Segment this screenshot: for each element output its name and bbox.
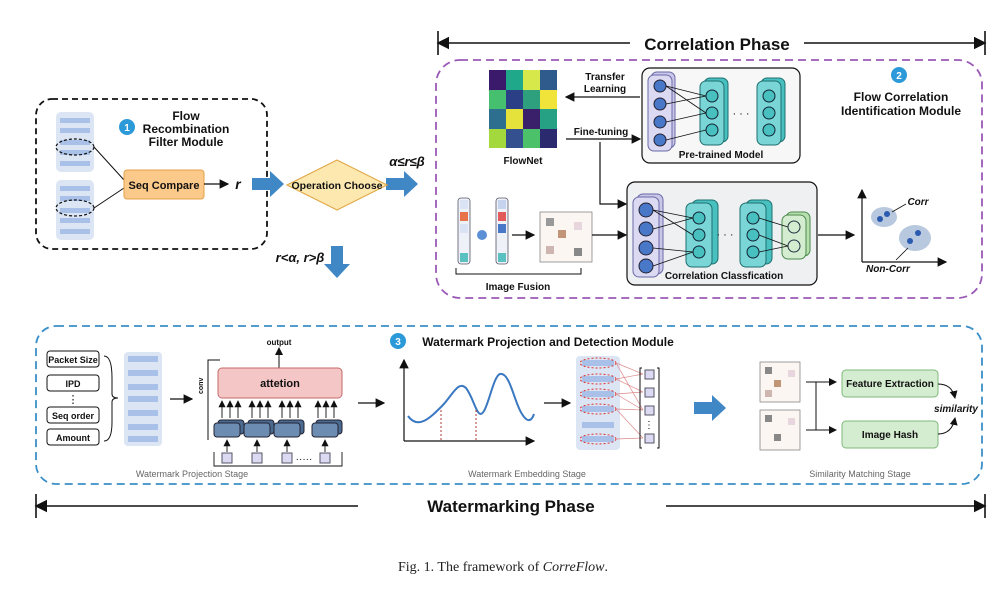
conv-label: conv xyxy=(198,378,205,394)
caption-suffix: . xyxy=(604,560,608,575)
attention-label: attetion xyxy=(260,378,300,390)
image-fusion-label: Image Fusion xyxy=(486,282,550,293)
svg-text:3: 3 xyxy=(395,337,401,348)
embedding-curve-plot xyxy=(399,358,536,446)
watermarking-phase-footer: Watermarking Phase xyxy=(34,494,987,518)
figure-caption: Fig. 1. The framework of CorreFlow. xyxy=(0,560,1006,576)
corr-label: Corr xyxy=(907,197,929,208)
embedding-vector: ⋮ xyxy=(576,356,660,450)
fine-tuning-label: Fine-tuning xyxy=(574,127,628,138)
pretrained-model-label: Pre-trained Model xyxy=(679,150,764,161)
module-1-badge xyxy=(119,119,135,135)
svg-text:2: 2 xyxy=(896,71,902,82)
stage-projection-label: Watermark Projection Stage xyxy=(136,469,248,479)
correlation-classification-label: Correlation Classfication xyxy=(665,271,783,282)
similarity-matching: Feature Extraction Image Hash similarity xyxy=(759,361,978,451)
image-hash-label: Image Hash xyxy=(862,430,918,441)
flow-correlation-module: FlowNet Transfer Learning Fine-tuning xyxy=(435,59,983,299)
correlation-phase-header: Correlation Phase xyxy=(436,31,987,55)
svg-text:· · ·: · · · xyxy=(732,108,749,120)
feature-list: Packet Size IPD ⋮ Seq order Amount xyxy=(46,350,119,446)
svg-text:· · ·: · · · xyxy=(716,229,733,241)
flow-recombination-module: Seq Compare r 1 Flow Recombination Filte… xyxy=(35,98,268,250)
module2-title-line1: Flow Correlation xyxy=(854,90,949,104)
watermarking-phase-title: Watermarking Phase xyxy=(427,497,595,516)
feature-amount: Amount xyxy=(56,433,90,443)
image-fusion: Image Fusion xyxy=(455,197,628,293)
condition-within-range: α≤r≤β xyxy=(389,154,424,169)
caption-name: CorreFlow xyxy=(542,560,605,575)
condition-out-of-range: r<α, r>β xyxy=(276,250,325,265)
module-3-badge xyxy=(390,333,406,349)
stage-embedding-label: Watermark Embedding Stage xyxy=(468,469,586,479)
transfer-learning-line2: Learning xyxy=(584,84,626,95)
feature-ipd: IPD xyxy=(65,379,81,389)
block-arrows xyxy=(252,171,726,421)
watermark-module: 3 Watermark Projection and Detection Mod… xyxy=(35,325,983,485)
correlation-classification-box: · · · Correlation Classfication xyxy=(626,181,818,286)
classification-scatter: Corr Non-Corr xyxy=(857,188,948,275)
module2-title-line2: Identification Module xyxy=(841,104,961,118)
svg-text:1: 1 xyxy=(124,123,130,134)
flow-sequence-1 xyxy=(55,112,95,172)
attention-block: conv output attetion xyxy=(198,338,343,467)
caption-prefix: Fig. 1. The framework of xyxy=(398,560,543,575)
module1-title-line2: Recombination xyxy=(143,122,230,136)
output-label: output xyxy=(267,338,292,347)
module1-title-line1: Flow xyxy=(172,109,200,123)
feature-seq-order: Seq order xyxy=(52,411,95,421)
projection-vector xyxy=(124,352,162,446)
feature-extraction-label: Feature Extraction xyxy=(846,379,934,390)
similarity-label: similarity xyxy=(934,404,978,415)
module-2-badge xyxy=(891,67,907,83)
transfer-learning-line1: Transfer xyxy=(585,72,625,83)
pretrained-model-box: · · · Pre-trained Model xyxy=(641,67,801,164)
correlation-phase-title: Correlation Phase xyxy=(644,35,790,54)
flownet-label: FlowNet xyxy=(504,156,544,167)
flow-sequence-2 xyxy=(55,180,95,240)
seq-compare-label: Seq Compare xyxy=(129,180,200,192)
svg-text:⋮: ⋮ xyxy=(68,394,79,406)
module3-title: Watermark Projection and Detection Modul… xyxy=(422,335,674,349)
stage-similarity-label: Similarity Matching Stage xyxy=(809,469,911,479)
operation-choose-label: Operation Choose xyxy=(291,180,382,192)
feature-packet-size: Packet Size xyxy=(48,355,98,365)
module1-title-line3: Filter Module xyxy=(149,135,224,149)
svg-text:⋮: ⋮ xyxy=(644,420,654,431)
non-corr-label: Non-Corr xyxy=(866,264,911,275)
operation-choose-diamond: Operation Choose xyxy=(285,159,389,211)
flownet-image xyxy=(489,70,557,148)
r-label: r xyxy=(235,176,242,192)
svg-text:·····: ····· xyxy=(296,454,313,465)
